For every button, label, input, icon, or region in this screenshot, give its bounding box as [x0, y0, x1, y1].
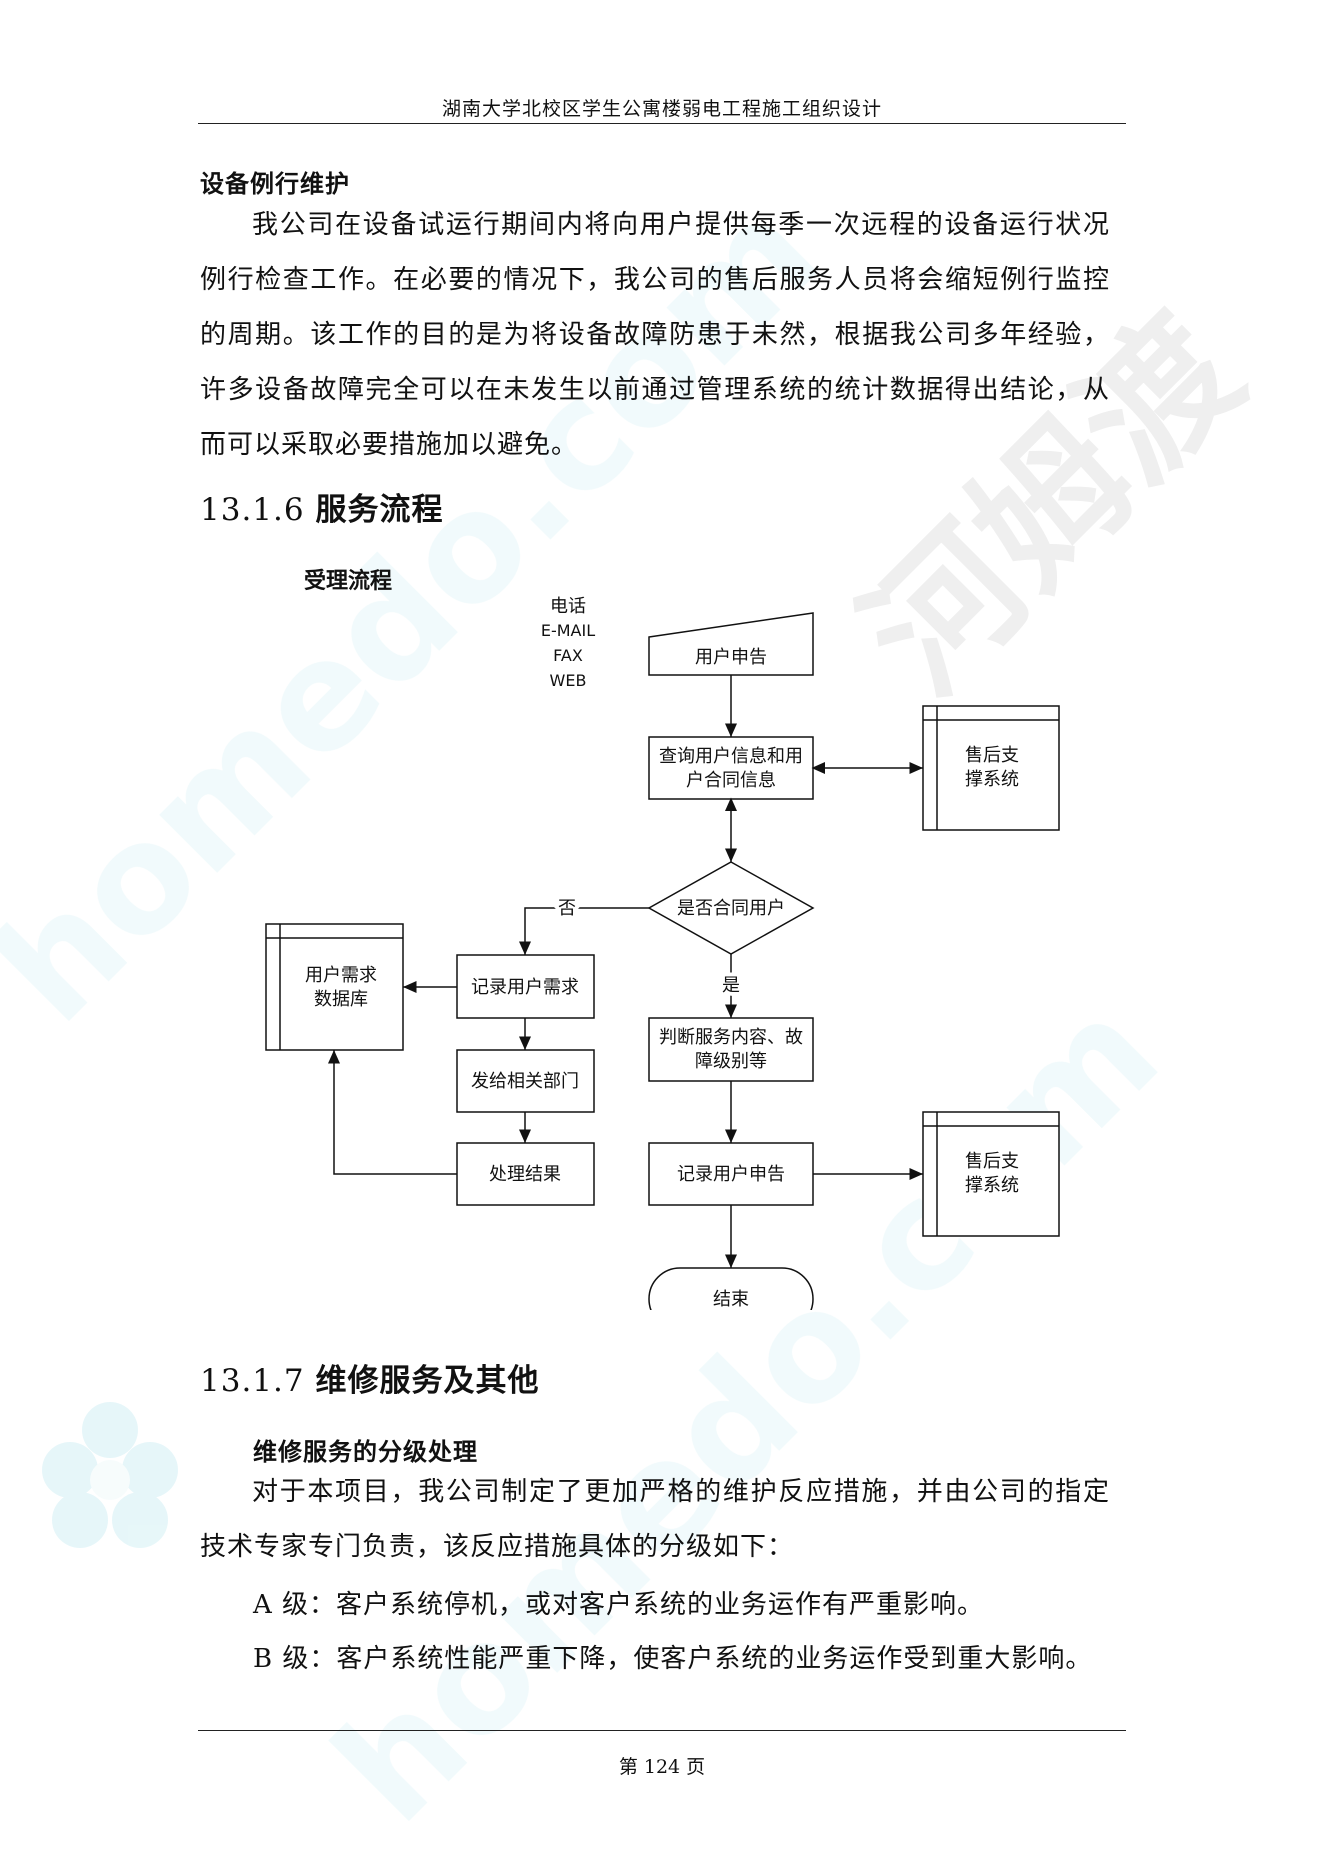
node-support1-shape — [922, 705, 1060, 831]
edge-result-db — [328, 1050, 457, 1175]
node-support1-line2: 撑系统 — [965, 769, 1019, 790]
node-db-line1: 用户需求 — [305, 965, 377, 986]
edge-decision-no — [519, 907, 649, 955]
section-title-maintenance: 设备例行维护 — [200, 170, 350, 198]
channel-email: E-MAIL — [541, 621, 595, 640]
node-db-line2: 数据库 — [314, 989, 368, 1010]
footer-rule — [198, 1730, 1126, 1731]
node-user-report: 用户申告 — [695, 647, 767, 668]
node-judge-line2: 障级别等 — [695, 1051, 767, 1072]
heading-name: 服务流程 — [315, 492, 444, 528]
node-query-line2: 户合同信息 — [686, 770, 776, 791]
level-b-text: B 级：客户系统性能严重下降，使客户系统的业务运作受到重大影响。 — [253, 1644, 1093, 1674]
node-record-report-shape — [648, 1142, 814, 1206]
heading-number: 13.1.7 — [200, 1363, 305, 1399]
node-decision: 是否合同用户 — [677, 898, 785, 919]
header-rule — [198, 123, 1126, 124]
channel-fax: FAX — [553, 646, 583, 665]
page-header: 湖南大学北校区学生公寓楼弱电工程施工组织设计 — [441, 98, 882, 120]
service-flowchart: 受理流程 电话 E-MAIL FAX WEB 用户申告 查询用户信息和用 户合同… — [265, 568, 1060, 1310]
paragraph-grading-text: 对于本项目，我公司制定了更加严格的维护反应措施，并由公司的指定技术专家专门负责，… — [200, 1477, 1110, 1562]
section-title-grading: 维修服务的分级处理 — [253, 1438, 478, 1466]
node-support2-line1: 售后支 — [965, 1151, 1019, 1172]
level-a-text: A 级：客户系统停机，或对客户系统的业务运作有严重影响。 — [253, 1590, 985, 1620]
node-user-report-shape — [648, 612, 814, 676]
paragraph-grading: 对于本项目，我公司制定了更加严格的维护反应措施，并由公司的指定技术专家专门负责，… — [200, 1465, 1110, 1575]
page-number: 第 124 页 — [618, 1756, 706, 1778]
node-judge-shape — [648, 1017, 814, 1082]
node-query-shape — [648, 736, 814, 800]
node-query-line1: 查询用户信息和用 — [659, 746, 803, 767]
node-record-need: 记录用户需求 — [471, 977, 579, 998]
channel-phone: 电话 — [550, 596, 586, 617]
heading-name: 维修服务及其他 — [315, 1363, 540, 1399]
node-support1-line1: 售后支 — [965, 745, 1019, 766]
node-send-dept: 发给相关部门 — [471, 1071, 579, 1092]
node-record-report: 记录用户申告 — [677, 1164, 785, 1185]
heading-13-1-6: 13.1.6 服务流程 — [200, 484, 443, 529]
watermark-flower-icon — [42, 1402, 178, 1548]
label-yes: 是 — [722, 975, 740, 996]
paragraph-maintenance-text: 我公司在设备试运行期间内将向用户提供每季一次远程的设备运行状况例行检查工作。在必… — [200, 210, 1110, 460]
paragraph-maintenance: 我公司在设备试运行期间内将向用户提供每季一次远程的设备运行状况例行检查工作。在必… — [200, 198, 1110, 473]
channel-web: WEB — [550, 671, 587, 690]
node-support2-shape — [922, 1111, 1060, 1237]
node-support2-line2: 撑系统 — [965, 1175, 1019, 1196]
label-no: 否 — [558, 898, 576, 919]
node-judge-line1: 判断服务内容、故 — [659, 1027, 803, 1048]
node-end: 结束 — [713, 1289, 749, 1310]
node-result: 处理结果 — [489, 1164, 561, 1185]
node-db-shape — [265, 923, 404, 1051]
heading-13-1-7: 13.1.7 维修服务及其他 — [200, 1355, 539, 1400]
heading-number: 13.1.6 — [200, 492, 305, 528]
flowchart-caption: 受理流程 — [304, 568, 392, 594]
